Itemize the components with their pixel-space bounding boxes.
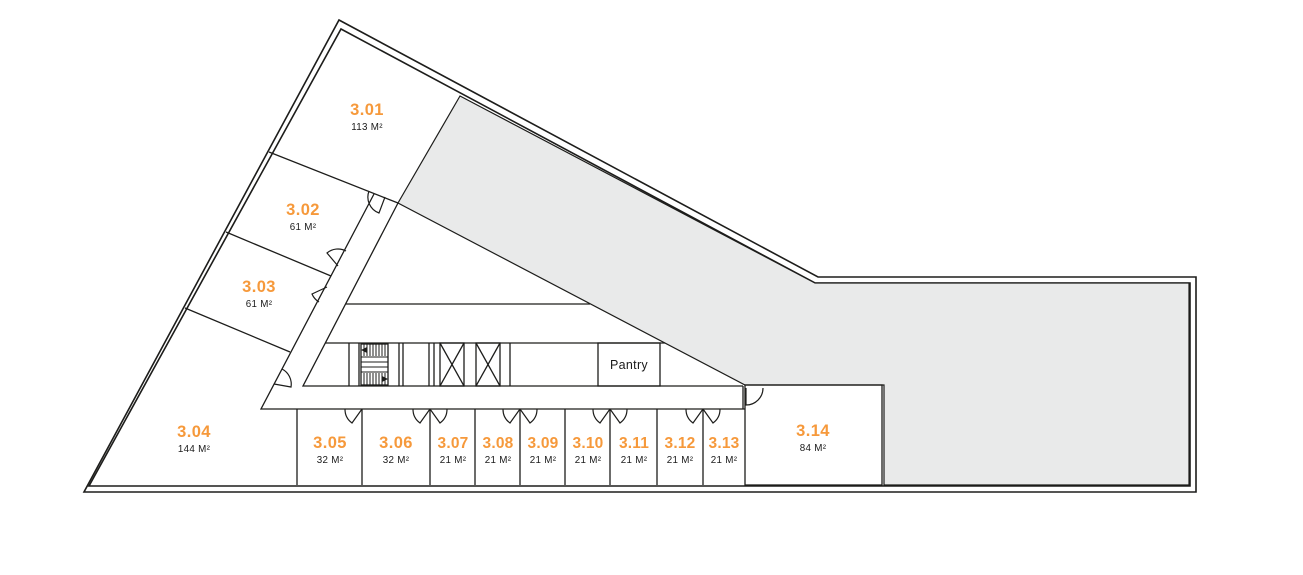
door-swing-icon [412,408,431,424]
unit-area: 61 M² [290,222,317,233]
door-swing-icon [367,190,386,214]
door-swing-icon [592,408,611,424]
unit-303-label: 3.03 61 M² [242,278,276,310]
corridor-inner-edge [301,202,743,387]
stairs-up-arrow [361,347,367,353]
door-swing-icon [745,387,764,406]
unit-number: 3.11 [619,435,649,452]
pantry-walls [597,342,661,387]
stairs-icon [360,343,389,386]
unit-306-label: 3.06 32 M² [379,434,413,466]
divider-302-303 [225,231,332,277]
door-swing-icon [502,408,521,424]
unit-number: 3.08 [483,435,514,452]
door-swing-icon [344,408,363,424]
unit-312-label: 3.12 21 M² [665,435,696,466]
elevator-x-icon [439,342,465,387]
door-swing-icon [273,368,292,388]
unit-313-label: 3.13 21 M² [709,435,740,466]
door-swing-icon [609,408,628,424]
door-swing-icon [326,248,347,267]
stairs-down-arrow [382,376,388,382]
unit-302-label: 3.02 61 M² [286,201,320,233]
unit-310-label: 3.10 21 M² [573,435,604,466]
door-swing-icon [685,408,704,424]
unit-305-label: 3.05 32 M² [313,434,347,466]
outer-wall-line [82,18,1197,493]
unit-area: 84 M² [800,443,827,454]
pantry-room: Pantry [597,342,661,387]
door-swing-icon [519,408,538,424]
unit-number: 3.05 [313,434,347,452]
door-swing-icon [311,286,328,303]
unit-301-label: 3.01 113 M² [350,101,384,133]
unit-number: 3.12 [665,435,696,452]
unit-area: 21 M² [575,455,602,466]
door-swings [273,190,764,424]
unit-number: 3.07 [438,435,469,452]
unit-number: 3.09 [528,435,559,452]
unit-number: 3.02 [286,201,320,219]
unit-area: 144 M² [178,444,211,455]
unit-308-label: 3.08 21 M² [483,435,514,466]
unit-area: 21 M² [711,455,738,466]
unit-307-label: 3.07 21 M² [438,435,469,466]
unit-area: 61 M² [246,299,273,310]
unit-number: 3.10 [573,435,604,452]
door-swing-icon [702,408,721,424]
unit-314-room [744,384,883,486]
unit-number: 3.14 [796,422,830,440]
corridor-outer-edge [259,193,745,410]
unit-number: 3.13 [709,435,740,452]
unit-area: 113 M² [351,122,383,133]
unit-area: 21 M² [621,455,648,466]
divider-303-304 [184,307,291,353]
unit-area: 32 M² [317,455,344,466]
unit-number: 3.06 [379,434,413,452]
unit-311-label: 3.11 21 M² [619,435,649,466]
unit-number: 3.03 [242,278,276,296]
unit-labels: 3.01 113 M² 3.02 61 M² 3.03 61 M² 3.04 1… [177,101,830,466]
unit-304-label: 3.04 144 M² [177,423,211,455]
shaded-void-area [397,95,1190,486]
door-swing-icon [429,408,448,424]
pantry-label: Pantry [610,358,648,372]
unit-314-label: 3.14 84 M² [796,422,830,454]
unit-number: 3.04 [177,423,211,441]
unit-area: 32 M² [383,455,410,466]
elevator-x-icon [475,342,501,387]
unit-area: 21 M² [485,455,512,466]
unit-area: 21 M² [440,455,467,466]
unit-area: 21 M² [667,455,694,466]
unit-number: 3.01 [350,101,384,119]
divider-301-302 [268,151,399,204]
unit-area: 21 M² [530,455,557,466]
unit-309-label: 3.09 21 M² [528,435,559,466]
